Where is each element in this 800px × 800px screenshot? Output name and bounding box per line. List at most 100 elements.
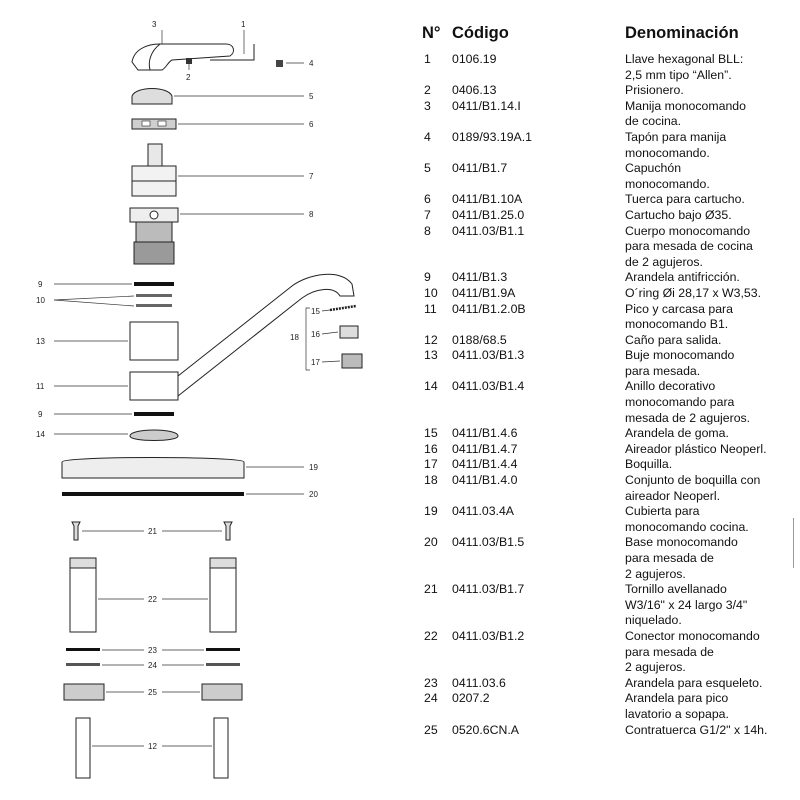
- row-number: 5: [424, 161, 431, 176]
- row-code: 0411/B1.3: [452, 270, 508, 285]
- callout-4: 4: [309, 59, 314, 68]
- row-name: Arandela antifricción.: [625, 270, 740, 285]
- row-name: Conector monocomando para mesada de 2 ag…: [625, 628, 760, 675]
- row-name: Arandela para pico lavatorio a sopapa.: [625, 691, 729, 721]
- row-name: Boquilla.: [625, 457, 673, 472]
- callout-25: 25: [148, 688, 157, 697]
- table-row: 14 0411.03/B1.4 Anillo decorativo monocoma…: [418, 379, 796, 426]
- row-number: 1: [424, 52, 431, 66]
- row-number: 22: [424, 628, 438, 643]
- row-code: 0411/B1.9A: [452, 285, 516, 300]
- part-25-nut-left: [63, 683, 105, 701]
- row-name: Cubierta para monocomando cocina.: [625, 504, 749, 534]
- table-row: 9 0411/B1.3 Arandela antifricción.: [418, 270, 796, 286]
- row-number: 18: [424, 473, 438, 488]
- row-number: 2: [424, 83, 431, 98]
- row-code: 0520.6CN.A: [452, 722, 519, 737]
- row-code: 0411.03/B1.7: [452, 582, 525, 597]
- row-name: Conjunto de boquilla con aireador Neoper…: [625, 473, 761, 503]
- part-23-washer-left: [66, 648, 100, 651]
- row-name: Pico y carcasa para monocomando B1.: [625, 301, 733, 332]
- row-number: 11: [424, 301, 437, 316]
- part-9-ring: [134, 282, 174, 286]
- callout-3: 3: [152, 20, 157, 29]
- part-13-bushing: [129, 321, 179, 361]
- row-name: O´ring Øi 28,17 x W3,53.: [625, 285, 762, 300]
- row-code: 0207.2: [452, 691, 490, 706]
- row-number: 13: [424, 348, 438, 363]
- callout-7: 7: [309, 172, 314, 181]
- part-12-pipe-right: [213, 717, 229, 779]
- part-16-aerator: [339, 325, 359, 339]
- callout-2: 2: [186, 73, 191, 82]
- part-21-screw-right: [223, 521, 233, 541]
- table-row: 24 0207.2 Arandela para pico lavatorio a s…: [418, 691, 796, 722]
- callout-11: 11: [36, 382, 45, 391]
- callout-9: 9: [38, 280, 43, 289]
- part-25-nut-right: [201, 683, 243, 701]
- row-name: Anillo decorativo monocomando para mesad…: [625, 379, 751, 425]
- row-number: 9: [424, 270, 431, 285]
- row-number: 15: [424, 426, 438, 441]
- row-number: 3: [424, 98, 431, 113]
- callout-21: 21: [148, 527, 157, 536]
- part-10-oring-b: [136, 304, 172, 307]
- callout-15: 15: [311, 307, 320, 316]
- row-number: 10: [424, 285, 438, 300]
- part-12-pipe-left: [75, 717, 91, 779]
- callout-19: 19: [309, 463, 318, 472]
- callout-1: 1: [241, 20, 246, 29]
- row-code: 0411/B1.4.6: [452, 426, 518, 441]
- part-11-spout: [177, 273, 355, 398]
- row-number: 12: [424, 332, 438, 347]
- part-22-connector-left: [69, 557, 97, 633]
- part-4-plug: [276, 60, 283, 67]
- row-code: 0411/B1.4.4: [452, 457, 518, 472]
- row-name: Contratuerca G1/2" x 14h.: [625, 722, 768, 737]
- part-10-oring-a: [136, 294, 172, 297]
- row-number: 24: [424, 691, 438, 706]
- row-number: 16: [424, 441, 438, 456]
- table-row: 10 0411/B1.9A O´ring Øi 28,17 x W3,53.: [418, 286, 796, 302]
- row-name: Manija monocomando de cocina.: [625, 98, 746, 129]
- row-code: 0411/B1.7: [452, 161, 508, 176]
- callout-24: 24: [148, 661, 157, 670]
- part-24-washer-right: [206, 663, 240, 666]
- row-code: 0106.19: [452, 52, 497, 66]
- callout-16: 16: [311, 330, 320, 339]
- header-name: Denominación: [625, 24, 739, 42]
- row-code: 0411/B1.4.0: [452, 473, 518, 488]
- part-3-handle: [131, 43, 234, 71]
- callout-9b: 9: [38, 410, 43, 419]
- row-number: 8: [424, 223, 431, 238]
- exploded-view-diagram: 3 1 2 4 5 6 7 8 9 10 13 11 9 14 15 16 17…: [36, 20, 363, 779]
- part-11-housing: [129, 371, 179, 401]
- part-7-cartridge: [147, 143, 163, 169]
- callout-22: 22: [148, 595, 157, 604]
- part-20-base: [62, 492, 244, 496]
- part-14-ring: [129, 429, 179, 441]
- row-name: Tornillo avellanado W3/16" x 24 largo 3/…: [625, 582, 748, 628]
- row-code: 0411.03/B1.4: [452, 379, 525, 394]
- row-code: 0411/B1.14.I: [452, 98, 521, 113]
- row-code: 0406.13: [452, 83, 497, 98]
- row-number: 20: [424, 535, 438, 550]
- callout-8: 8: [309, 210, 314, 219]
- callout-23: 23: [148, 646, 157, 655]
- header-number: N°: [422, 24, 441, 42]
- callout-13: 13: [36, 337, 45, 346]
- part-24-washer-left: [66, 663, 100, 666]
- row-number: 14: [424, 379, 438, 394]
